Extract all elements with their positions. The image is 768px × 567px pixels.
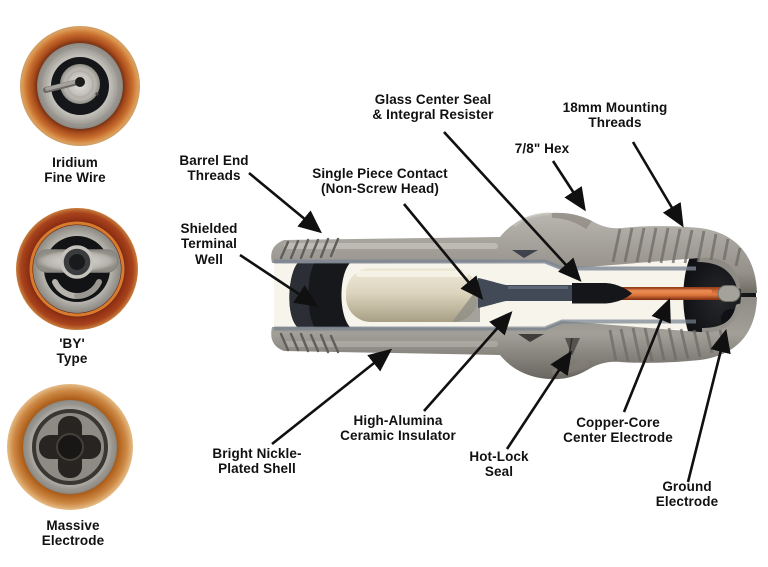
spark-plug-cutaway (271, 212, 757, 380)
label-barrel-end-threads: Barrel End Threads (179, 153, 249, 184)
shell-top (271, 212, 757, 293)
label-mounting-threads: 18mm Mounting Threads (562, 100, 668, 131)
caption-iridium-fine-wire: Iridium Fine Wire (44, 155, 106, 186)
fine-wire-electrode (45, 79, 80, 91)
label-hot-lock-seal: Hot-Lock Seal (469, 449, 529, 480)
hot-lock-seal (565, 338, 580, 356)
label-bright-nickle-plated-shell: Bright Nickle- Plated Shell (212, 446, 302, 477)
shell-bottom (271, 297, 757, 380)
hex-facet (552, 212, 592, 229)
center-post (56, 433, 84, 461)
shell-notch-top (512, 250, 538, 258)
arrow-hex (551, 160, 586, 212)
arrow-shielded-terminal-well (239, 253, 319, 307)
label-shielded-terminal-well: Shielded Terminal Well (180, 221, 238, 267)
mounting-threads (608, 227, 742, 362)
arrow-hot-lock-seal (505, 350, 572, 450)
center-wire-tip (75, 77, 85, 87)
single-piece-contact (478, 278, 576, 308)
arrow-single-piece-contact (402, 203, 484, 301)
arrow-mounting-threads (631, 141, 684, 228)
arrow-ground-electrode (686, 328, 731, 483)
ceramic-insulator (346, 268, 478, 322)
caption-massive-electrode: Massive Electrode (41, 518, 105, 549)
caption-by-type: 'BY' Type (56, 336, 88, 367)
arrow-glass-center-seal (443, 131, 582, 282)
label-single-piece-contact: Single Piece Contact (Non-Screw Head) (312, 166, 448, 197)
callout-arrows (239, 131, 731, 483)
arrow-bright-nickle (271, 348, 393, 446)
label-hex: 7/8" Hex (514, 141, 570, 156)
label-glass-center-seal: Glass Center Seal & Integral Resister (372, 92, 494, 123)
photo-massive-electrode (7, 384, 133, 510)
photo-iridium-fine-wire (20, 26, 140, 146)
glass-center-seal (572, 283, 632, 304)
arrow-barrel-end-threads (248, 171, 323, 234)
label-ground-electrode: Ground Electrode (655, 479, 719, 510)
barrel-end-threads (279, 237, 340, 354)
shell-notch-bottom (518, 334, 544, 342)
photo-by-type (16, 208, 138, 330)
label-high-alumina-ceramic-insulator: High-Alumina Ceramic Insulator (340, 413, 456, 444)
label-copper-core-center-electrode: Copper-Core Center Electrode (563, 415, 673, 446)
arrow-high-alumina (423, 311, 513, 412)
arrow-copper-core (622, 298, 671, 413)
insulator-gap (32, 409, 108, 485)
center-electrode-tip (717, 285, 741, 302)
